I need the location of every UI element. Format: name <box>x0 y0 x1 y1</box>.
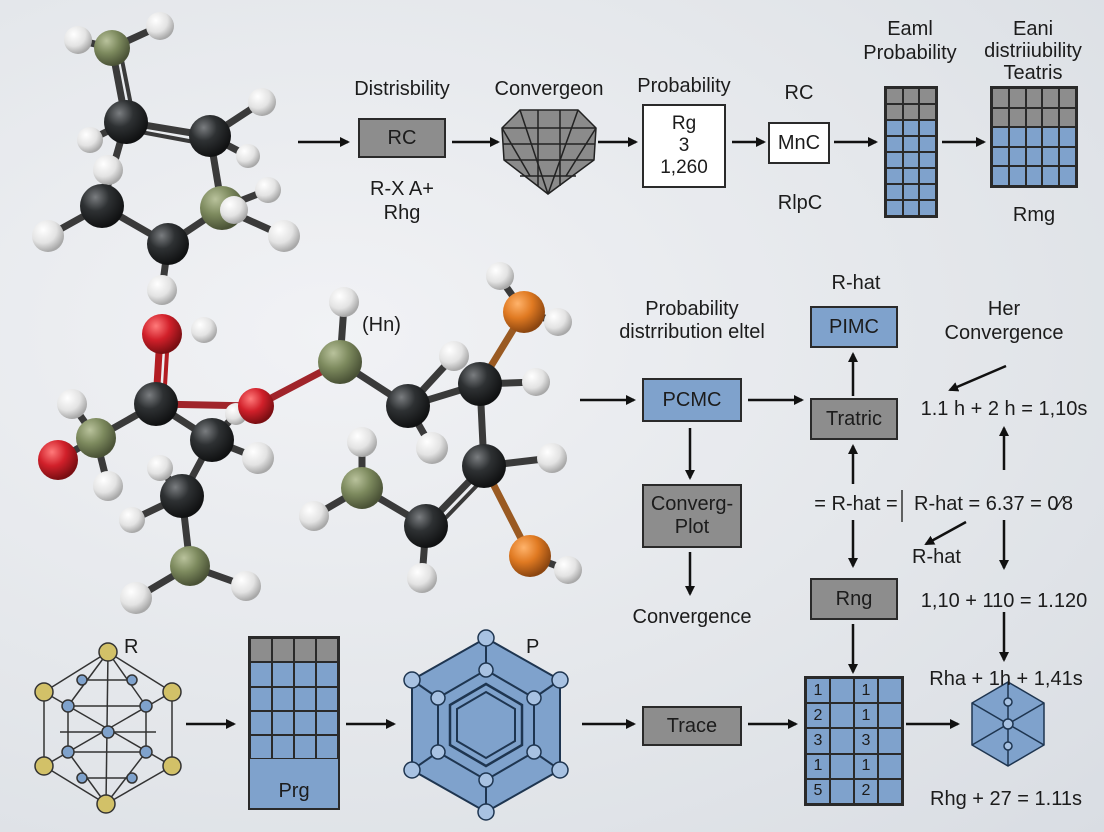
distribability-label: Distrisbility <box>354 78 450 100</box>
table-cell: 5 <box>806 778 830 804</box>
equation-3: Rha + 1h + 1,41s <box>929 668 1083 690</box>
eani-line2: distriiubility <box>984 40 1082 62</box>
table-cell: 2 <box>806 703 830 729</box>
converg-plot-box: Converg- Plot <box>642 484 742 548</box>
table-cell: 2 <box>854 778 878 804</box>
p-label: P <box>526 636 540 658</box>
equation-4: Rhg + 27 = 1.11s <box>930 788 1082 810</box>
molecule-1-atoms <box>32 12 300 305</box>
r-network-nodes <box>34 642 182 814</box>
small-hexagon <box>971 681 1045 767</box>
rc-sub-line2: Rhg <box>383 202 421 224</box>
eani-line1: Eani <box>1012 18 1054 40</box>
rng-box: Rng <box>810 578 898 620</box>
pcmc-box: PCMC <box>642 378 742 422</box>
convergeon-label: Convergeon <box>494 78 604 100</box>
table-cell: 1 <box>806 678 830 704</box>
prob-dist-line1: Probability <box>645 298 739 320</box>
converg-plot-line1: Converg- <box>650 493 734 515</box>
table-cell: 1 <box>854 753 878 779</box>
p-hexagon-nodes <box>403 629 569 821</box>
prob-box-line1: Rg <box>671 113 697 135</box>
pimc-box: PIMC <box>810 306 898 348</box>
converg-plot-line2: Plot <box>674 516 710 538</box>
rhat-small-label: R-hat <box>912 546 961 568</box>
her-line1: Her <box>987 298 1021 320</box>
equation-1: 1.1 h + 2 h = 1,10s <box>920 398 1088 420</box>
molecule-2 <box>54 274 572 602</box>
convergence-label: Convergence <box>632 606 752 628</box>
r-label: R <box>124 636 139 658</box>
flow-arrows <box>186 96 1009 729</box>
tratric-box: Tratric <box>810 398 898 440</box>
probability-box: Rg 3 1,260 <box>642 104 726 188</box>
rc2-label: RC <box>784 82 814 104</box>
convergeon-polyhedron <box>501 109 597 195</box>
table-cell: 1 <box>806 753 830 779</box>
rhat-top-label: R-hat <box>831 272 881 294</box>
prg-label: Prg <box>278 780 310 802</box>
table-cell: 1 <box>854 703 878 729</box>
rc-box: RC <box>358 118 446 158</box>
mnc-box: MnC <box>768 122 830 164</box>
hn-label: (Hn) <box>362 314 401 336</box>
prob-dist-line2: distrribution eltel <box>619 321 765 343</box>
probability-label: Probability <box>637 75 731 97</box>
eaml-matrix <box>884 86 938 218</box>
prob-box-line3: 1,260 <box>660 156 708 178</box>
eani-matrix <box>990 86 1078 188</box>
table-cell: 1 <box>854 678 878 704</box>
eaml-line1: Eaml <box>887 18 933 40</box>
table-cell: 3 <box>854 728 878 754</box>
molecule-2-atoms <box>38 262 582 614</box>
rhat-eq-left: = R-hat = <box>814 493 898 515</box>
eani-line3: Teatris <box>1003 62 1063 84</box>
ripc-label: RlpC <box>777 192 823 214</box>
rhat-eq-right: R-hat = 6.37 = 0⁄8 <box>914 493 1074 515</box>
prob-box-line2: 3 <box>678 135 690 157</box>
rmg-label: Rmg <box>1012 204 1056 226</box>
her-line2: Convergence <box>944 322 1064 344</box>
equation-2: 1,10 + 110 = 1.120 <box>920 590 1088 612</box>
trace-box: Trace <box>642 706 742 746</box>
rc-sub-line1: R-X A+ <box>370 178 434 200</box>
table-cell: 3 <box>806 728 830 754</box>
prg-matrix <box>248 636 340 810</box>
eaml-line2: Probability <box>863 42 957 64</box>
